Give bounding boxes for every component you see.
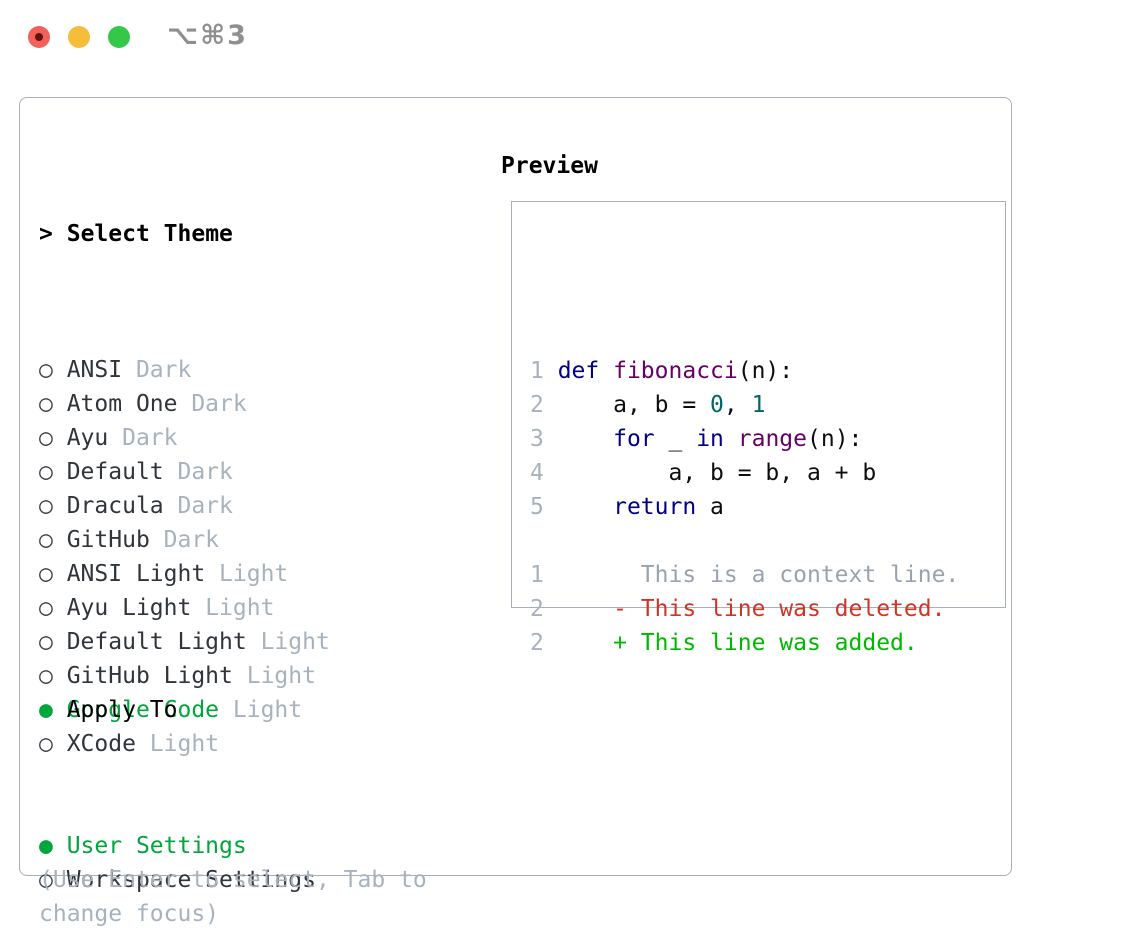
code-line — [530, 524, 959, 558]
theme-option-google-code[interactable]: ● Google Code Light — [39, 693, 330, 727]
code-preview: 1 def fibonacci(n): 2 a, b = 0, 1 3 for _ … — [530, 252, 959, 660]
theme-option-dracula[interactable]: ○ Dracula Dark — [39, 489, 330, 523]
theme-name: Google Code — [52, 697, 220, 723]
theme-variant: Light — [205, 561, 289, 587]
minimize-button[interactable] — [68, 26, 90, 48]
apply-option-label: Workspace Settings — [52, 867, 316, 893]
theme-name: ANSI — [52, 357, 123, 383]
theme-name: Atom One — [52, 391, 178, 417]
theme-variant: Light — [191, 595, 275, 621]
theme-name: Dracula — [52, 493, 164, 519]
theme-list: > Select Theme ○ ANSI Dark○ Atom One Dar… — [39, 149, 330, 761]
theme-variant: Dark — [149, 527, 220, 553]
radio-icon: ○ — [39, 493, 53, 519]
theme-name: ANSI Light — [52, 561, 206, 587]
apply-to-list: Apply To ● User Settings○ Workspace Sett… — [39, 625, 316, 897]
theme-list-header-label: Select Theme — [66, 221, 233, 247]
theme-variant: Dark — [108, 425, 178, 451]
theme-variant: Dark — [122, 357, 192, 383]
theme-option-atom-one[interactable]: ○ Atom One Dark — [39, 387, 330, 421]
radio-icon: ○ — [39, 561, 53, 587]
radio-icon: ○ — [39, 731, 53, 757]
code-line: 5 return a — [530, 494, 724, 520]
preview-header: Preview — [501, 153, 598, 179]
radio-icon: ○ — [39, 459, 53, 485]
focus-caret-icon: > — [39, 221, 53, 247]
code-line: 2 + This line was added. — [530, 630, 918, 656]
radio-icon: ○ — [39, 357, 53, 383]
theme-name: Ayu Light — [52, 595, 192, 621]
theme-variant: Dark — [163, 459, 233, 485]
code-line: 1 This is a context line. — [530, 562, 960, 588]
preview-pane: 1 def fibonacci(n): 2 a, b = 0, 1 3 for _ … — [511, 201, 1006, 656]
code-line: 2 - This line was deleted. — [530, 596, 946, 622]
theme-option-github-light[interactable]: ○ GitHub Light Light — [39, 659, 330, 693]
theme-option-default[interactable]: ○ Default Dark — [39, 455, 330, 489]
theme-option-ayu-light[interactable]: ○ Ayu Light Light — [39, 591, 330, 625]
theme-variant: Light — [135, 731, 220, 757]
code-line: 4 a, b = b, a + b — [530, 460, 877, 486]
selected-radio-icon: ● — [39, 697, 53, 723]
theme-variant: Dark — [177, 391, 247, 417]
theme-name: GitHub Light — [52, 663, 233, 689]
theme-name: GitHub — [52, 527, 150, 553]
radio-icon: ○ — [39, 595, 53, 621]
theme-name: Ayu — [52, 425, 109, 451]
radio-icon: ○ — [39, 391, 53, 417]
theme-option-ayu[interactable]: ○ Ayu Dark — [39, 421, 330, 455]
theme-option-ansi-light[interactable]: ○ ANSI Light Light — [39, 557, 330, 591]
theme-name: XCode — [52, 731, 136, 757]
radio-icon: ○ — [39, 425, 53, 451]
code-line: 3 for _ in range(n): — [530, 426, 863, 452]
apply-to-header-label: Apply To — [66, 697, 178, 723]
window-controls — [28, 26, 130, 48]
apply-option-user-settings[interactable]: ● User Settings — [39, 829, 316, 863]
theme-variant: Light — [246, 629, 330, 655]
radio-icon: ○ — [39, 527, 53, 553]
window-title: ⌥⌘3 — [167, 20, 248, 51]
selected-radio-icon: ● — [39, 833, 53, 859]
theme-option-github[interactable]: ○ GitHub Dark — [39, 523, 330, 557]
code-line: 1 def fibonacci(n): — [530, 358, 794, 384]
close-button[interactable] — [28, 26, 50, 48]
theme-option-xcode[interactable]: ○ XCode Light — [39, 727, 330, 761]
theme-variant: Light — [219, 697, 303, 723]
code-line: 2 a, b = 0, 1 — [530, 392, 766, 418]
help-text: (Use Enter to select, Tab to change focus… — [39, 761, 427, 931]
apply-option-label: User Settings — [52, 833, 247, 859]
radio-icon: ○ — [39, 629, 53, 655]
theme-option-ansi[interactable]: ○ ANSI Dark — [39, 353, 330, 387]
help-text-line: (Use Enter to select, Tab to — [39, 867, 427, 893]
theme-picker-panel: > Select Theme ○ ANSI Dark○ Atom One Dar… — [19, 97, 1012, 927]
help-text-line: change focus) — [39, 901, 220, 927]
zoom-button[interactable] — [108, 26, 130, 48]
theme-variant: Light — [232, 663, 316, 689]
radio-icon: ○ — [39, 867, 53, 893]
theme-name: Default Light — [52, 629, 247, 655]
theme-option-default-light[interactable]: ○ Default Light Light — [39, 625, 330, 659]
theme-variant: Dark — [163, 493, 233, 519]
theme-name: Default — [52, 459, 164, 485]
apply-to-header: Apply To — [39, 693, 316, 727]
radio-icon: ○ — [39, 663, 53, 689]
theme-list-header: > Select Theme — [39, 217, 330, 251]
apply-option-workspace-settings[interactable]: ○ Workspace Settings — [39, 863, 316, 897]
